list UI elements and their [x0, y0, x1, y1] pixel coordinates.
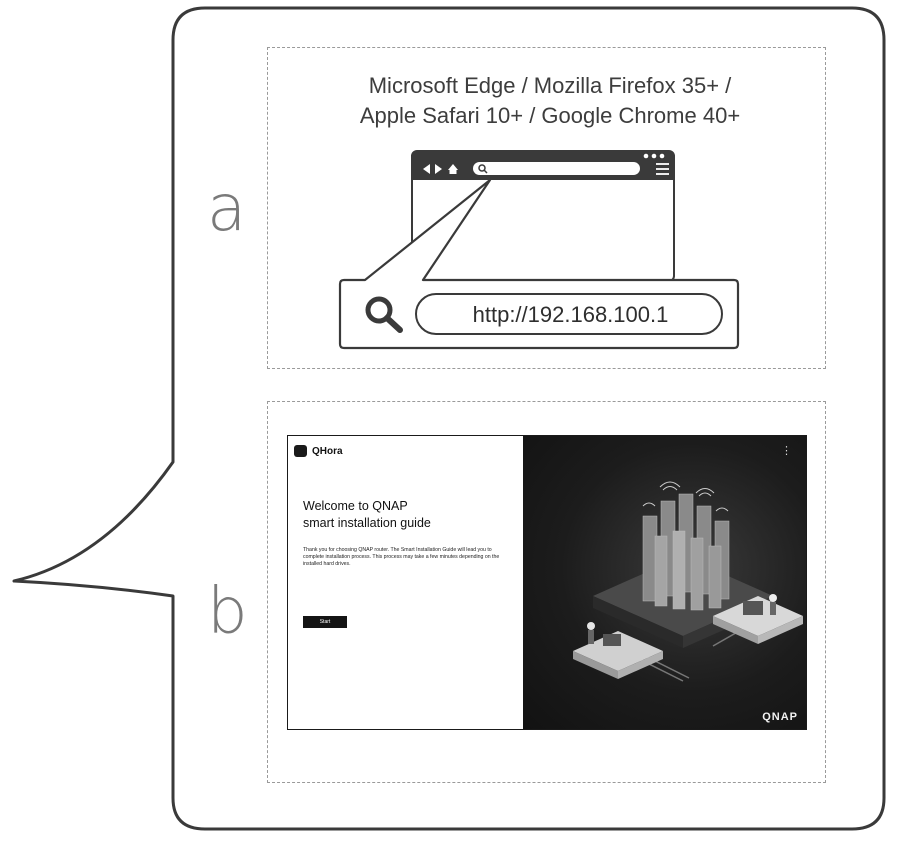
home-icon: [448, 164, 458, 174]
illustration-pane: ⋮: [523, 436, 806, 729]
more-options-icon[interactable]: ⋮: [781, 444, 792, 457]
qhora-logo: QHora: [294, 445, 343, 457]
search-icon: [365, 296, 403, 333]
step-b-panel: [267, 401, 826, 783]
more-dots-icon: [643, 153, 665, 159]
welcome-description: Thank you for choosing QNAP router. The …: [303, 547, 500, 567]
qhora-logo-text: QHora: [312, 445, 343, 457]
welcome-title-line1: Welcome to QNAP: [303, 499, 408, 513]
menu-icon: [656, 163, 669, 175]
start-button[interactable]: Start: [303, 616, 347, 628]
qhora-logo-icon: [294, 445, 307, 457]
supported-browsers-line1: Microsoft Edge / Mozilla Firefox 35+ /: [368, 73, 732, 98]
welcome-title-line2: smart installation guide: [303, 516, 431, 530]
smart-city-illustration: [573, 481, 803, 682]
address-bar: [473, 162, 640, 175]
forward-arrow-icon: [435, 164, 442, 174]
address-search-icon: [478, 164, 488, 174]
supported-browsers-line2: Apple Safari 10+ / Google Chrome 40+: [359, 103, 741, 128]
step-a-panel: [267, 47, 826, 369]
setup-page-screenshot: QHora Welcome to QNAP smart installation…: [287, 435, 807, 730]
browser-illustration: [338, 150, 740, 350]
welcome-title: Welcome to QNAP smart installation guide: [303, 498, 513, 532]
router-url: http://192.168.100.1: [472, 302, 669, 327]
welcome-pane: QHora Welcome to QNAP smart installation…: [288, 436, 523, 729]
qnap-brand-logo: QNAP: [762, 711, 798, 723]
url-field: [415, 293, 723, 335]
back-arrow-icon: [423, 164, 430, 174]
step-b-letter: b: [207, 575, 248, 649]
step-a-letter: a: [207, 172, 247, 246]
